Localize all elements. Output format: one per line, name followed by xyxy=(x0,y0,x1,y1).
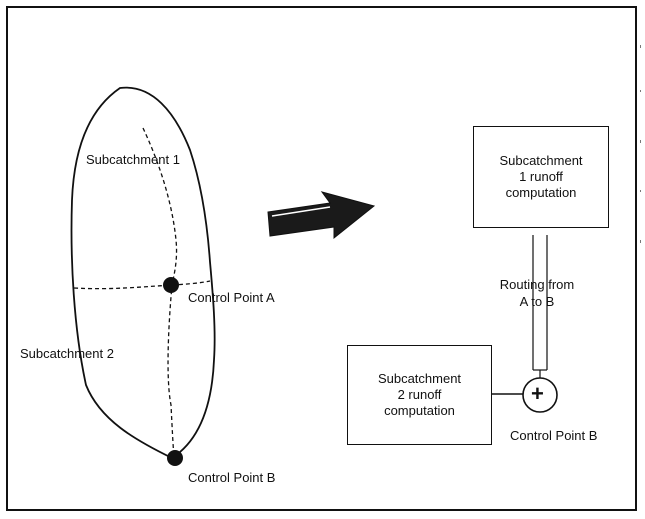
control-point-b-dot xyxy=(167,450,183,466)
junction-plus-symbol: + xyxy=(531,381,544,406)
subcatchment-2-label: Subcatchment 2 xyxy=(20,346,114,361)
control-point-a-dot xyxy=(163,277,179,293)
control-point-b-label: Control Point B xyxy=(188,470,276,485)
junction-circle xyxy=(522,377,558,413)
transform-arrow xyxy=(267,191,376,240)
routing-label: Routing from A to B xyxy=(499,277,575,309)
subcatchment-1-runoff-box: Subcatchment 1 runoff computation xyxy=(473,126,609,228)
subcatchment-1-runoff-text: Subcatchment 1 runoff computation xyxy=(499,153,583,200)
diagram-frame xyxy=(6,6,637,511)
subcatchment-1-label: Subcatchment 1 xyxy=(86,152,180,167)
scan-specks xyxy=(640,45,641,243)
watershed-outline xyxy=(70,86,216,460)
control-point-b-junction-label: Control Point B xyxy=(510,428,598,443)
stream-line xyxy=(142,127,178,459)
transform-arrow-highlight xyxy=(271,206,331,217)
subcatchment-divide xyxy=(73,280,211,290)
subcatchment-2-runoff-text: Subcatchment 2 runoff computation xyxy=(377,371,462,418)
control-point-a-label: Control Point A xyxy=(188,290,275,305)
subcatchment-2-runoff-box: Subcatchment 2 runoff computation xyxy=(347,345,492,445)
